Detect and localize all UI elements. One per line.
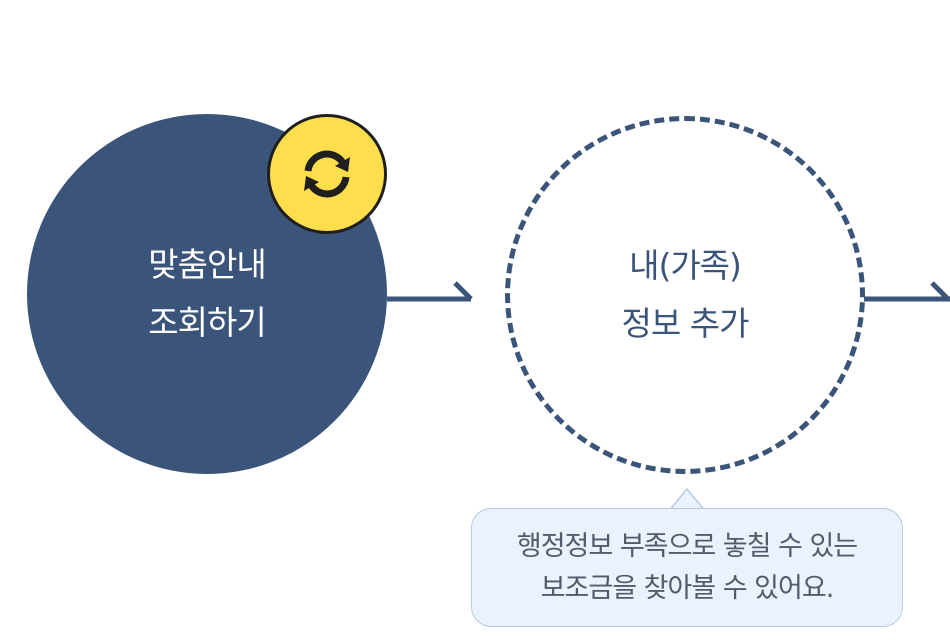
refresh-badge[interactable]	[267, 114, 387, 234]
tooltip-line-2: 보조금을 찾아볼 수 있어요.	[540, 572, 835, 604]
step-add-family-info[interactable]: 내(가족) 정보 추가	[505, 116, 865, 474]
info-tooltip: 행정정보 부족으로 놓칠 수 있는 보조금을 찾아볼 수 있어요.	[471, 508, 903, 627]
step-1-label-line-1: 맞춤안내	[148, 245, 266, 284]
refresh-icon	[304, 150, 350, 198]
tooltip-pointer	[669, 487, 705, 510]
flow-arrow-2	[864, 281, 950, 302]
step-2-label-line-2: 정보 추가	[621, 304, 750, 343]
step-1-label-line-2: 조회하기	[148, 303, 266, 342]
flow-arrow-1	[387, 281, 473, 302]
tooltip-line-1: 행정정보 부족으로 놓칠 수 있는	[516, 530, 858, 562]
step-2-label-line-1: 내(가족)	[629, 246, 742, 285]
